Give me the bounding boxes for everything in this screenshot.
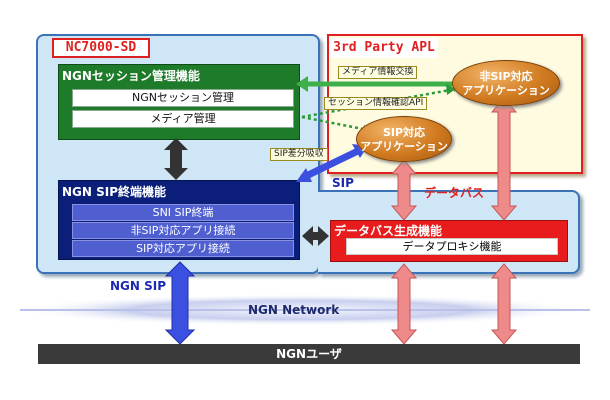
ngn-sip-label: NGN SIP xyxy=(110,279,167,293)
sip-app-label-1: SIP対応 xyxy=(382,126,426,139)
session-api-label: セッション情報確認API xyxy=(324,97,428,110)
non-sip-connect-row: 非SIP対応アプリ接続 xyxy=(72,222,294,239)
sip-absorb-label: SIP差分吸収 xyxy=(270,148,328,161)
third-party-title: 3rd Party APL xyxy=(330,38,438,58)
sip-app-arrow xyxy=(300,146,362,182)
pink-arrows xyxy=(390,97,518,345)
session-row: NGNセッション管理 xyxy=(72,89,294,107)
databus-title: データバス生成機能 xyxy=(334,224,443,238)
ngn-network-label: NGN Network xyxy=(248,303,340,317)
sni-sip-row: SNI SIP終端 xyxy=(72,204,294,221)
api-line-nonsip xyxy=(301,88,451,119)
ngn-sip-arrow xyxy=(164,261,196,345)
sip-termination-title: NGN SIP終端機能 xyxy=(62,185,167,199)
media-exchange-label: メディア情報交換 xyxy=(338,66,418,79)
sip-databus-arrow xyxy=(302,226,329,246)
session-sip-arrow xyxy=(164,138,188,180)
sip-app-ellipse: SIP対応 アプリケーション xyxy=(356,116,452,162)
api-line-sip xyxy=(301,115,369,132)
databus-arrow-right xyxy=(490,97,518,221)
ngn-user-bar: NGNユーザ xyxy=(38,344,580,364)
data-proxy-row: データプロキシ機能 xyxy=(346,238,558,255)
sip-app-label-2: アプリケーション xyxy=(360,140,448,153)
user-arrow-right xyxy=(490,263,518,345)
non-sip-app-ellipse: 非SIP対応 アプリケーション xyxy=(452,60,560,106)
non-sip-app-label-1: 非SIP対応 xyxy=(479,70,533,83)
user-arrow-left xyxy=(390,263,418,345)
sip-label: SIP xyxy=(332,176,354,190)
non-sip-app-label-2: アプリケーション xyxy=(462,84,550,97)
databus-arrow-left xyxy=(390,159,418,221)
media-row: メディア管理 xyxy=(72,110,294,128)
databus-label: データバス xyxy=(424,186,485,200)
nc7000-title: NC7000-SD xyxy=(52,38,150,58)
session-management-title: NGNセッション管理機能 xyxy=(62,69,200,83)
sip-connect-row: SIP対応アプリ接続 xyxy=(72,240,294,257)
